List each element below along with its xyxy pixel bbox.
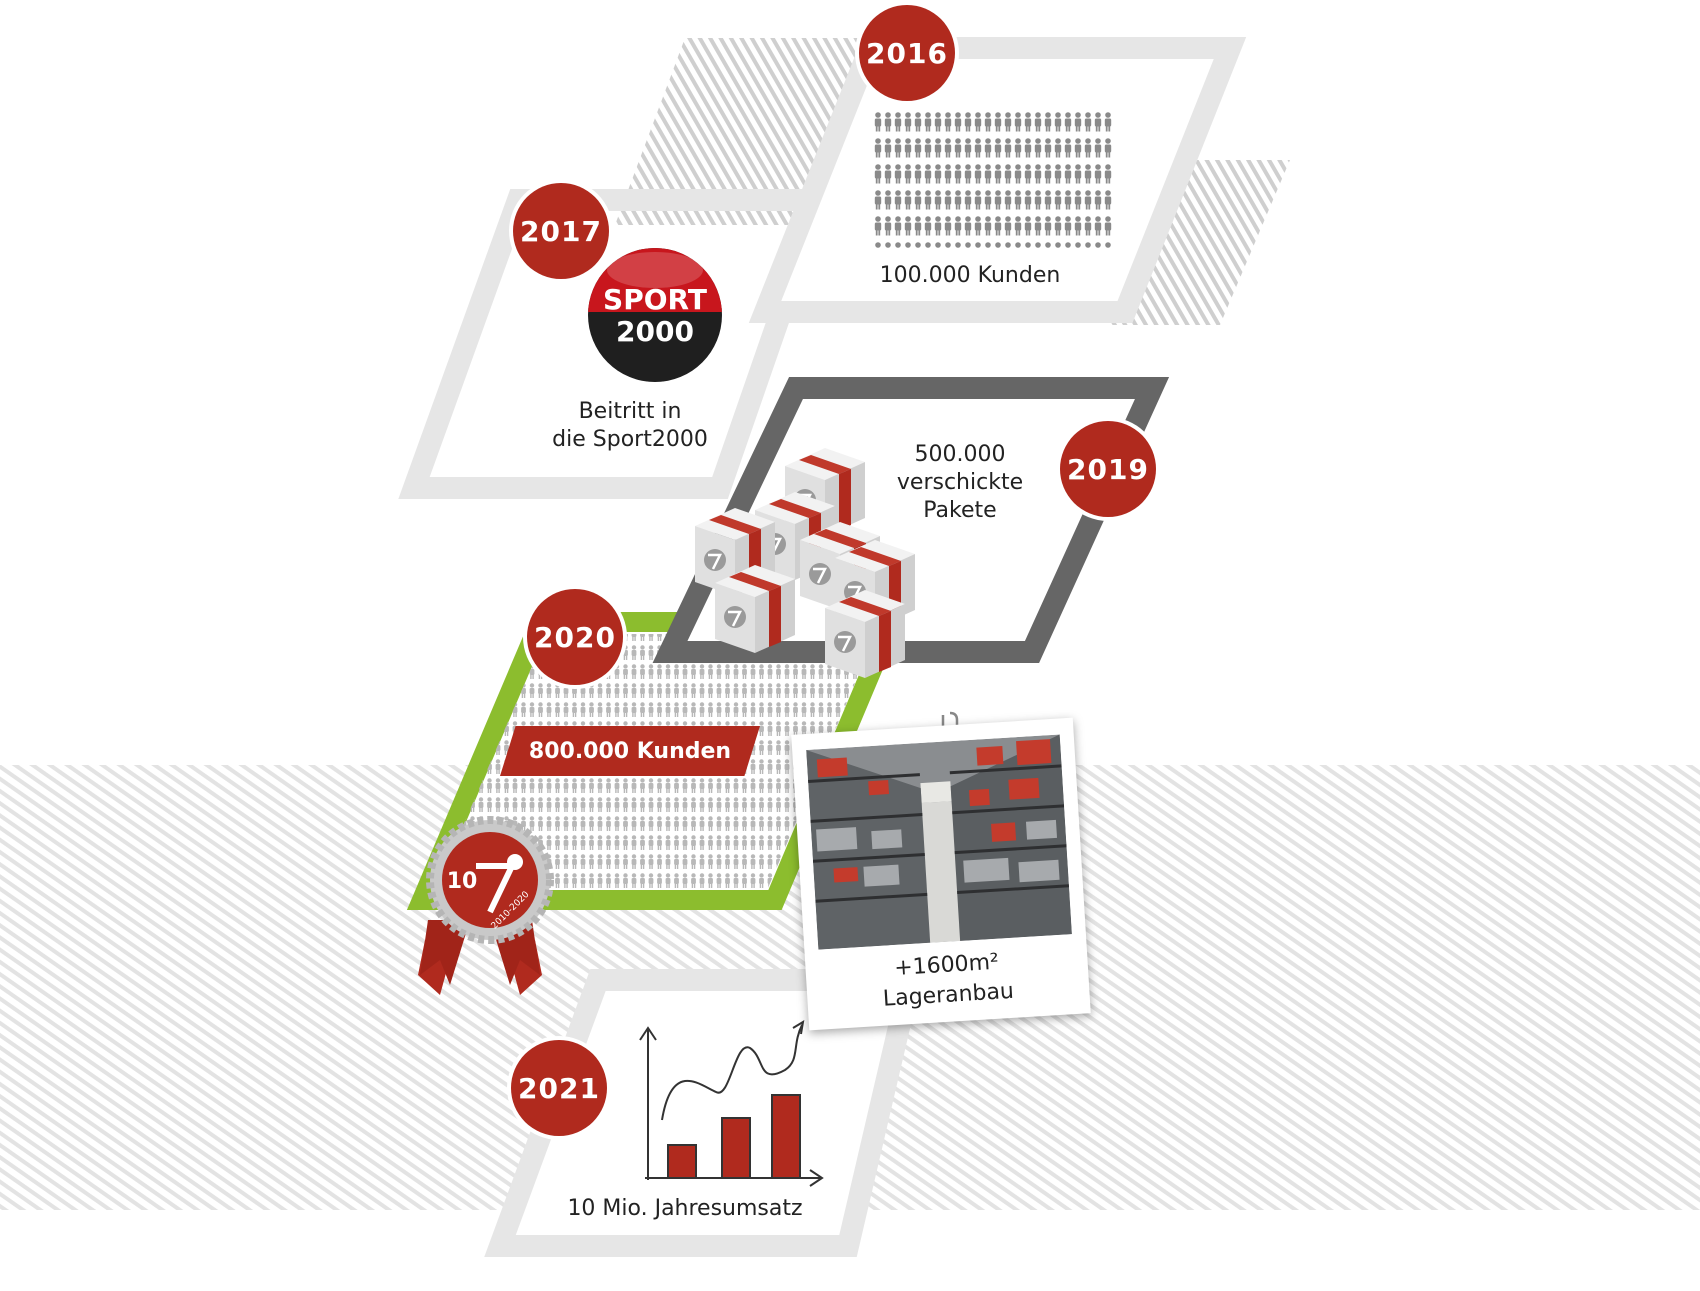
label-100k-customers: 100.000 Kunden (879, 263, 1061, 288)
label-sport2000-line1: Beitritt in (578, 399, 682, 424)
anniversary-seal: 10 2010-2020 (418, 816, 554, 995)
logo-text-sport: SPORT (603, 283, 707, 316)
warehouse-photo (806, 734, 1072, 950)
logo-text-2000: 2000 (616, 315, 694, 348)
hatch-deco-right (1110, 160, 1290, 325)
year-2016: 2016 (866, 36, 948, 70)
label-annual-revenue: 10 Mio. Jahresumsatz (567, 1196, 803, 1221)
year-badge-2017: 2017 (513, 183, 609, 279)
year-badge-2019: 2019 (1060, 421, 1156, 517)
seal-number: 10 (447, 869, 478, 894)
year-badge-2020: 2020 (527, 589, 623, 685)
sport2000-logo: SPORT 2000 (588, 248, 722, 382)
label-500k-packages: 500.000 verschickte Pakete (880, 441, 1040, 525)
year-2020: 2020 (534, 620, 616, 654)
label-sport2000-join: Beitritt in die Sport2000 (530, 398, 730, 454)
growth-chart-icon (639, 1020, 824, 1187)
year-badge-2021: 2021 (511, 1040, 607, 1136)
year-2021: 2021 (518, 1071, 600, 1105)
year-2019: 2019 (1067, 452, 1149, 486)
year-badge-2016: 2016 (859, 5, 955, 101)
banner-800k-customers: 800.000 Kunden (500, 726, 760, 776)
label-packages-line3: Pakete (923, 498, 997, 523)
frame-2017 (398, 189, 836, 499)
label-packages-line2: verschickte (896, 470, 1024, 495)
label-sport2000-line2: die Sport2000 (552, 427, 708, 452)
label-packages-line1: 500.000 (914, 442, 1006, 467)
crowd-icons-100k (874, 112, 1112, 248)
warehouse-polaroid: +1600m² Lageranbau (791, 717, 1091, 1031)
year-2017: 2017 (520, 214, 602, 248)
hatch-deco-top (615, 38, 870, 225)
